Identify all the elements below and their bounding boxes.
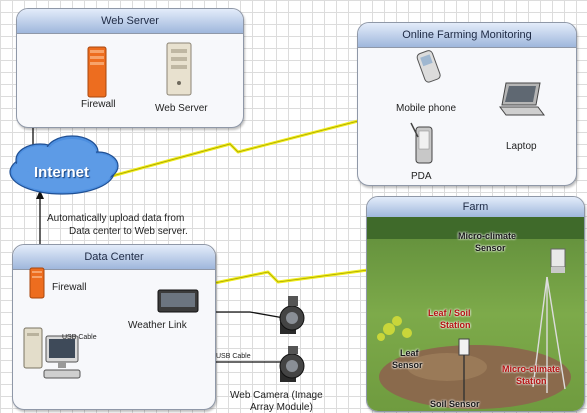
- micro-climate-station-label-2: Station: [516, 376, 547, 386]
- micro-climate-sensor-label-1: Micro-climate: [458, 231, 517, 241]
- weather-link-label: Weather Link: [128, 320, 187, 331]
- upload-note-line-2: Data center to Web server.: [69, 226, 188, 237]
- micro-climate-station-label-1: Micro-climate: [502, 364, 561, 374]
- pda-icon: [410, 122, 433, 164]
- online-monitoring-group: Online Farming Monitoring Mobile phone L…: [357, 22, 577, 186]
- web-server-label: Web Server: [155, 103, 208, 114]
- farm-title: Farm: [367, 197, 584, 218]
- micro-climate-sensor-label-2: Sensor: [475, 243, 506, 253]
- firewall-label: Firewall: [81, 99, 116, 110]
- data-center-firewall-label: Firewall: [52, 282, 87, 293]
- soil-sensor-label: Soil Sensor: [430, 399, 480, 409]
- farm-photo: [367, 217, 584, 411]
- farm-group: Farm: [366, 196, 585, 412]
- micro-climate-sensor-icon: [550, 248, 566, 268]
- web-server-icons: [87, 42, 192, 98]
- data-center-group: Data Center: [12, 244, 216, 410]
- leaf-sensor-label-1: Leaf: [400, 348, 419, 358]
- web-server-group-title: Web Server: [17, 9, 243, 34]
- firewall-icon: [87, 46, 107, 98]
- wireless-link-farm: [204, 268, 369, 287]
- mobile-phone-label: Mobile phone: [396, 103, 457, 114]
- pda-label: PDA: [411, 171, 432, 182]
- leaf-soil-station-label-2: Station: [440, 320, 471, 330]
- usb-cable-label-2: USB Cable: [216, 353, 251, 360]
- laptop-label: Laptop: [506, 141, 537, 152]
- sensor-tripod-icon: [532, 276, 566, 393]
- upload-note-line-1: Automatically upload data from: [47, 213, 185, 224]
- web-camera-label-line-2: Array Module): [250, 402, 313, 413]
- internet-label: Internet: [34, 164, 90, 181]
- online-monitoring-title: Online Farming Monitoring: [358, 23, 576, 48]
- wireless-link-internet: [111, 118, 363, 178]
- mobile-phone-icon: [416, 50, 441, 83]
- leaf-sensor-label-2: Sensor: [392, 360, 423, 370]
- online-monitoring-icons: [410, 50, 545, 164]
- plants: [377, 316, 412, 341]
- web-server-group: Web Server Firewall Web Server: [16, 8, 244, 128]
- leaf-soil-station-label-1: Leaf / Soil: [428, 308, 471, 318]
- data-center-title: Data Center: [13, 245, 215, 270]
- leaf-soil-station-icon: [458, 338, 470, 356]
- laptop-icon: [499, 82, 545, 116]
- web-camera-label-line-1: Web Camera (Image: [230, 390, 323, 401]
- server-icon: [166, 42, 192, 96]
- usb-cable-label-1: USB Cable: [62, 334, 97, 341]
